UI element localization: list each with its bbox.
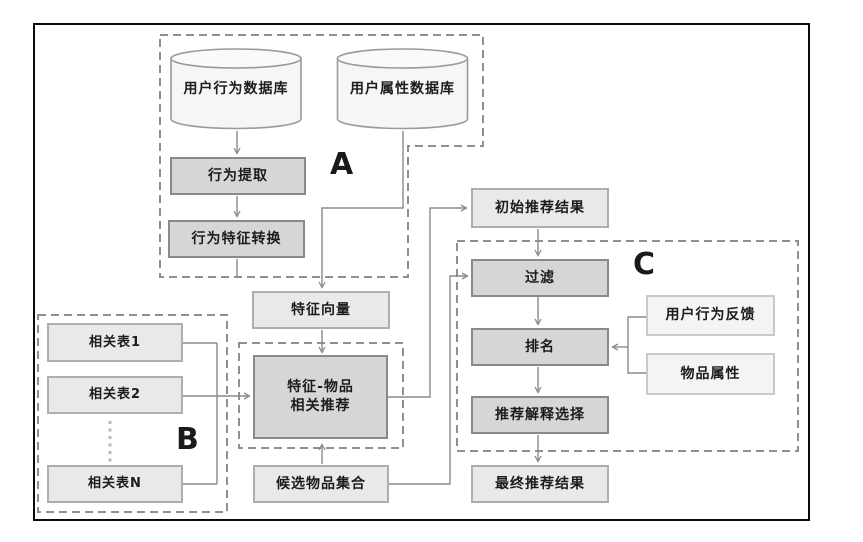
filter-node: 过滤 [471, 259, 609, 297]
db-attribute-label: 用户属性数据库 [350, 81, 455, 97]
user-behavior-feedback-node: 用户行为反馈 [646, 295, 775, 336]
related-table-1-node: 相关表1 [47, 323, 183, 362]
user-attribute-database-cylinder: 用户属性数据库 [336, 48, 469, 130]
group-a-outline [159, 34, 484, 278]
related-table-n-node: 相关表N [47, 465, 183, 503]
group-c-outline [456, 240, 799, 452]
feature-item-line2: 相关推荐 [290, 398, 351, 414]
database-icon [170, 48, 302, 130]
final-result-node: 最终推荐结果 [471, 465, 609, 503]
item-attribute-node: 物品属性 [646, 353, 775, 395]
group-a-label: A [330, 147, 354, 182]
feature-item-line1: 特征-物品 [287, 379, 354, 396]
group-b-label: B [176, 422, 199, 457]
group-b-outline [37, 314, 228, 513]
group-c-label: C [633, 247, 656, 282]
related-table-2-node: 相关表2 [47, 376, 183, 414]
feature-vector-node: 特征向量 [252, 291, 390, 329]
explanation-select-node: 推荐解释选择 [471, 396, 609, 434]
behavior-extract-node: 行为提取 [170, 157, 306, 195]
initial-result-node: 初始推荐结果 [471, 188, 609, 228]
edge-dbattr-featurevector [322, 131, 404, 287]
figure-border [33, 23, 810, 521]
db-behavior-label: 用户行为数据库 [183, 81, 289, 97]
feature-item-recommend-node: 特征-物品 相关推荐 [253, 355, 388, 439]
edge-candidate-filter [389, 276, 467, 485]
user-behavior-database-cylinder: 用户行为数据库 [170, 48, 302, 130]
edge-featureitem-initial [388, 208, 466, 398]
behavior-feature-convert-node: 行为特征转换 [168, 220, 305, 258]
ranking-node: 排名 [471, 328, 609, 366]
edge-feedback-bracket [627, 316, 646, 374]
database-icon [336, 48, 469, 130]
candidate-item-set-node: 候选物品集合 [253, 465, 389, 503]
